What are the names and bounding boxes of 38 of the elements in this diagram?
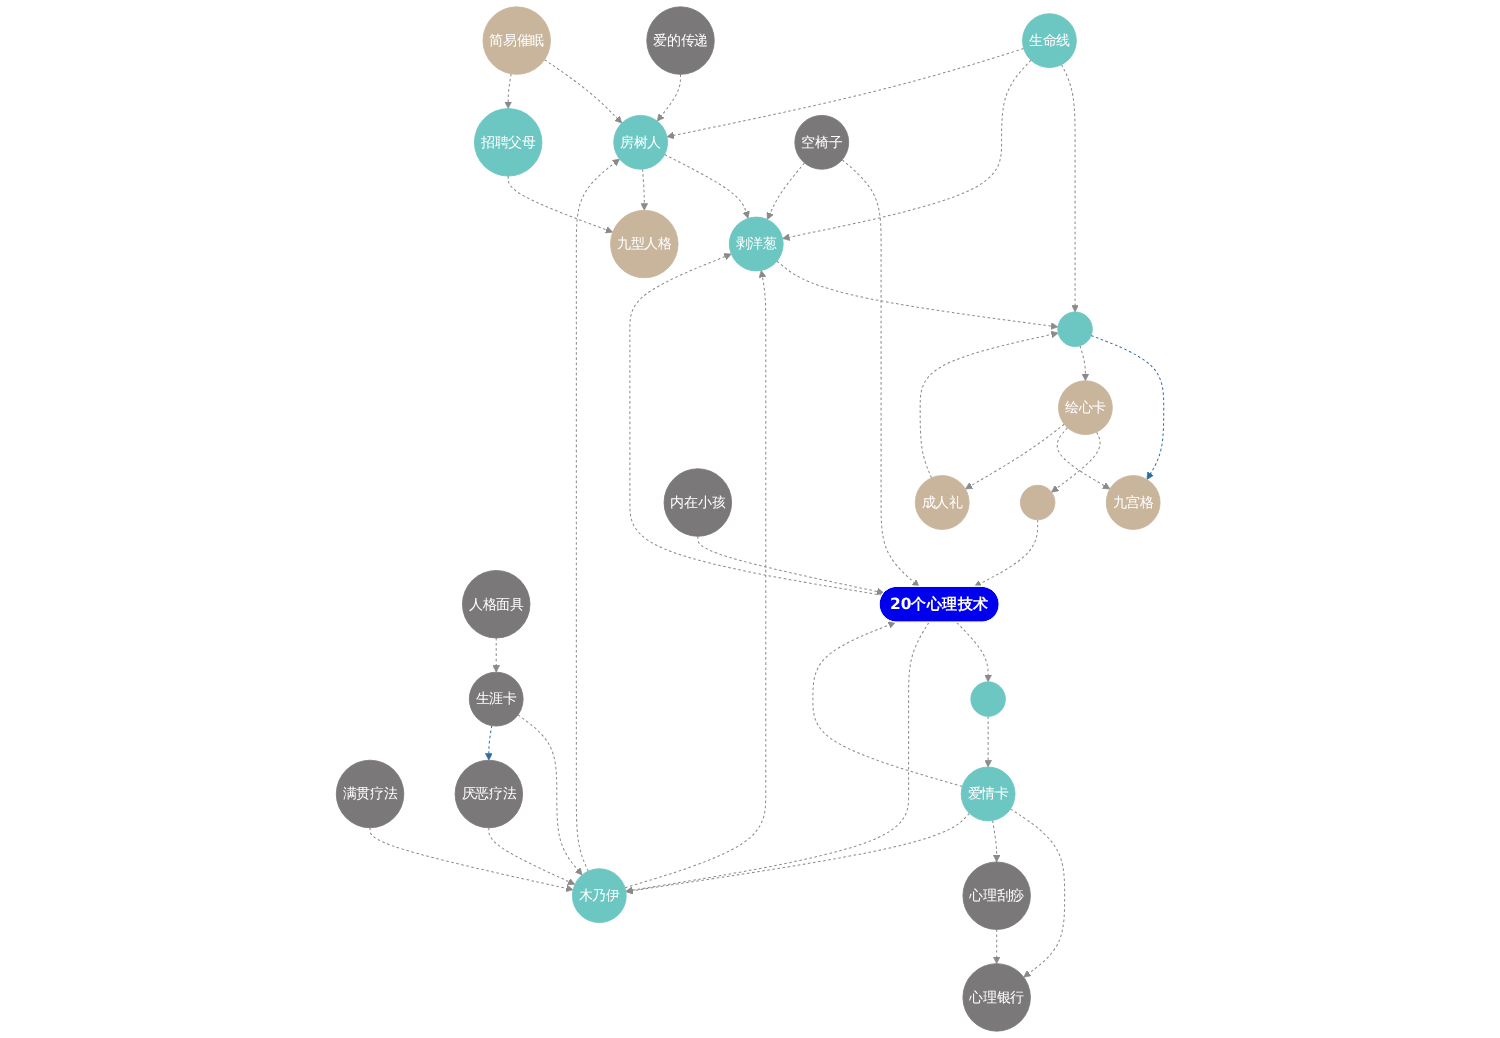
arrow [488, 827, 576, 885]
arrow [919, 330, 1059, 479]
arrow [507, 175, 613, 234]
arrow [776, 260, 1059, 330]
arrow [575, 158, 620, 872]
arrow [766, 162, 805, 220]
node-circle [1019, 484, 1056, 521]
arrow [666, 48, 1025, 140]
arrow [1051, 431, 1101, 493]
arrow [664, 154, 750, 219]
arrow [782, 59, 1032, 241]
arrow [841, 159, 920, 588]
arrow [1010, 808, 1066, 978]
arrow [625, 622, 930, 894]
arrow [504, 73, 512, 109]
arrow [1061, 64, 1079, 313]
arrow [974, 519, 1039, 588]
arrow [517, 714, 583, 876]
arrow [656, 73, 682, 122]
arrow [485, 725, 493, 761]
arrow [369, 827, 574, 893]
arrow [697, 535, 885, 596]
arrow [1056, 427, 1111, 490]
arrow [544, 59, 623, 124]
arrow [992, 820, 1001, 863]
arrow [1090, 335, 1165, 480]
arrow [992, 928, 1001, 964]
arrow [984, 715, 992, 768]
arrow [956, 622, 992, 683]
arrow [629, 253, 883, 596]
arrow [640, 168, 649, 211]
arrow [492, 637, 500, 673]
node-circle [1057, 311, 1093, 347]
arrow [812, 621, 963, 787]
arrow [965, 423, 1065, 490]
node-circle [970, 681, 1006, 717]
arrow [1079, 345, 1090, 382]
arrow [624, 270, 767, 889]
